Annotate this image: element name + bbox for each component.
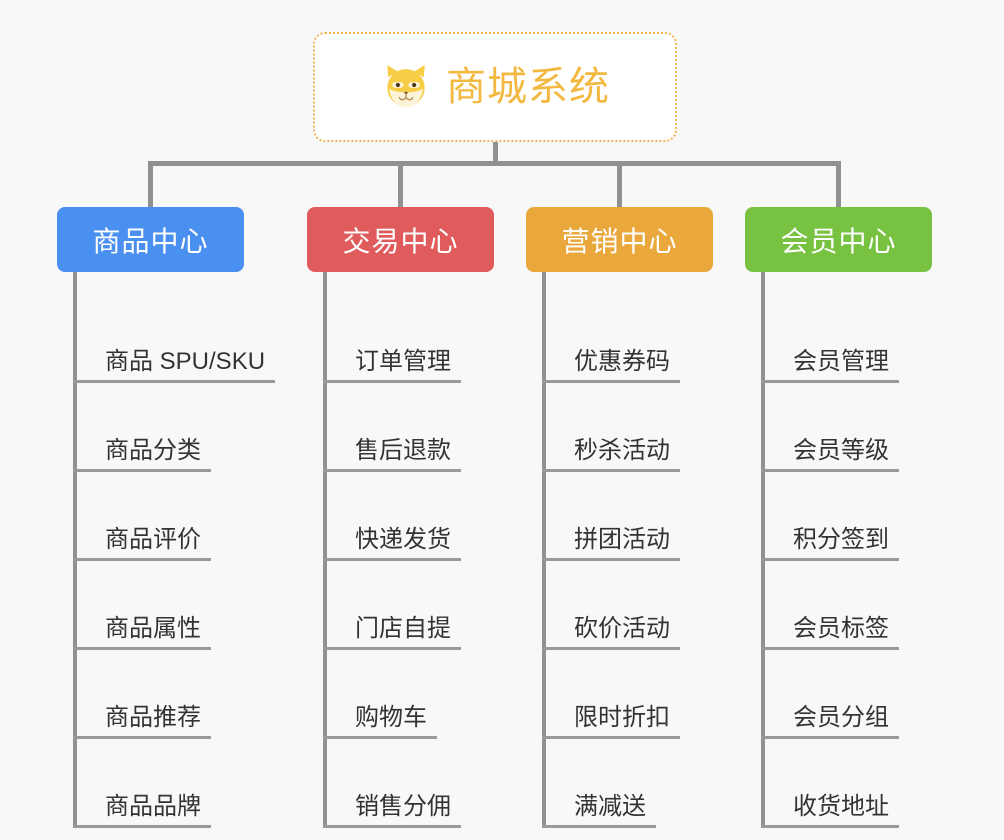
list-item-label: 商品属性 bbox=[105, 614, 201, 642]
list-item[interactable]: 订单管理 bbox=[307, 294, 537, 383]
list-item-label: 门店自提 bbox=[355, 614, 451, 642]
list-item-label: 订单管理 bbox=[355, 347, 451, 375]
list-item[interactable]: 限时折扣 bbox=[526, 650, 756, 739]
list-item[interactable]: 购物车 bbox=[307, 650, 537, 739]
list-item-label: 销售分佣 bbox=[355, 792, 451, 820]
list-item-label: 会员管理 bbox=[793, 347, 889, 375]
list-item-label: 商品品牌 bbox=[105, 792, 201, 820]
list-item[interactable]: 收货地址 bbox=[745, 739, 975, 828]
list-item-label: 会员分组 bbox=[793, 703, 889, 731]
branch-column-3: 营销中心 优惠券码 秒杀活动 拼团活动 砍价活动 限时折扣 bbox=[526, 207, 756, 828]
list-item[interactable]: 快递发货 bbox=[307, 472, 537, 561]
branch-spine-3 bbox=[542, 272, 546, 828]
connector-drop-1 bbox=[148, 161, 153, 207]
list-item[interactable]: 会员分组 bbox=[745, 650, 975, 739]
list-item[interactable]: 积分签到 bbox=[745, 472, 975, 561]
list-item-rule bbox=[323, 558, 461, 561]
list-item-rule bbox=[542, 825, 656, 828]
branch-items-3: 优惠券码 秒杀活动 拼团活动 砍价活动 限时折扣 满减送 bbox=[526, 272, 756, 828]
list-item[interactable]: 拼团活动 bbox=[526, 472, 756, 561]
list-item[interactable]: 砍价活动 bbox=[526, 561, 756, 650]
list-item-rule bbox=[542, 647, 680, 650]
list-item-label: 购物车 bbox=[355, 703, 427, 731]
list-item[interactable]: 商品推荐 bbox=[57, 650, 287, 739]
list-item-rule bbox=[761, 469, 899, 472]
list-item-label: 商品 SPU/SKU bbox=[105, 347, 266, 375]
list-item-rule bbox=[323, 736, 437, 739]
list-item-label: 商品分类 bbox=[105, 436, 201, 464]
list-item-rule bbox=[542, 380, 680, 383]
branch-header-2[interactable]: 交易中心 bbox=[307, 207, 494, 272]
list-item[interactable]: 会员标签 bbox=[745, 561, 975, 650]
list-item-rule bbox=[323, 469, 461, 472]
list-item[interactable]: 满减送 bbox=[526, 739, 756, 828]
list-item-rule bbox=[761, 558, 899, 561]
list-item-label: 秒杀活动 bbox=[574, 436, 670, 464]
list-item[interactable]: 商品评价 bbox=[57, 472, 287, 561]
list-item-rule bbox=[323, 380, 461, 383]
branch-column-1: 商品中心 商品 SPU/SKU 商品分类 商品评价 商品属性 商品推荐 bbox=[57, 207, 287, 828]
list-item-label: 满减送 bbox=[574, 792, 646, 820]
list-item-rule bbox=[761, 825, 899, 828]
list-item-rule bbox=[761, 736, 899, 739]
list-item[interactable]: 优惠券码 bbox=[526, 294, 756, 383]
list-item-label: 限时折扣 bbox=[574, 703, 670, 731]
list-item[interactable]: 门店自提 bbox=[307, 561, 537, 650]
list-item-label: 会员等级 bbox=[793, 436, 889, 464]
list-item[interactable]: 会员管理 bbox=[745, 294, 975, 383]
connector-stem bbox=[493, 142, 498, 165]
list-item-label: 售后退款 bbox=[355, 436, 451, 464]
list-item[interactable]: 商品分类 bbox=[57, 383, 287, 472]
shiba-dog-face-icon bbox=[387, 65, 425, 108]
list-item-rule bbox=[73, 558, 211, 561]
list-item-label: 拼团活动 bbox=[574, 525, 670, 553]
list-item-rule bbox=[73, 647, 211, 650]
list-item-rule bbox=[761, 380, 899, 383]
list-item-rule bbox=[761, 647, 899, 650]
list-item[interactable]: 商品品牌 bbox=[57, 739, 287, 828]
list-item-rule bbox=[323, 825, 461, 828]
list-item[interactable]: 秒杀活动 bbox=[526, 383, 756, 472]
list-item-rule bbox=[73, 469, 211, 472]
list-item-label: 商品推荐 bbox=[105, 703, 201, 731]
branch-items-2: 订单管理 售后退款 快递发货 门店自提 购物车 销售分佣 bbox=[307, 272, 537, 828]
list-item[interactable]: 销售分佣 bbox=[307, 739, 537, 828]
list-item[interactable]: 会员等级 bbox=[745, 383, 975, 472]
branch-spine-1 bbox=[73, 272, 77, 828]
root-title: 商城系统 bbox=[446, 65, 610, 109]
branch-header-1[interactable]: 商品中心 bbox=[57, 207, 244, 272]
list-item[interactable]: 售后退款 bbox=[307, 383, 537, 472]
branch-spine-4 bbox=[761, 272, 765, 828]
branch-column-4: 会员中心 会员管理 会员等级 积分签到 会员标签 会员分组 bbox=[745, 207, 975, 828]
list-item-label: 积分签到 bbox=[793, 525, 889, 553]
branch-spine-2 bbox=[323, 272, 327, 828]
connector-drop-4 bbox=[836, 161, 841, 207]
root-node-mall-system[interactable]: 商城系统 bbox=[313, 32, 677, 142]
list-item-rule bbox=[73, 736, 211, 739]
list-item-label: 优惠券码 bbox=[574, 347, 670, 375]
list-item-rule bbox=[73, 380, 276, 383]
branch-header-4[interactable]: 会员中心 bbox=[745, 207, 932, 272]
list-item-rule bbox=[542, 558, 680, 561]
list-item-rule bbox=[542, 469, 680, 472]
list-item[interactable]: 商品 SPU/SKU bbox=[57, 294, 287, 383]
branch-items-4: 会员管理 会员等级 积分签到 会员标签 会员分组 收货地址 bbox=[745, 272, 975, 828]
connector-drop-3 bbox=[617, 161, 622, 207]
list-item-rule bbox=[542, 736, 680, 739]
connector-bus bbox=[148, 161, 841, 166]
branch-header-3[interactable]: 营销中心 bbox=[526, 207, 713, 272]
list-item-label: 收货地址 bbox=[793, 792, 889, 820]
list-item-rule bbox=[73, 825, 211, 828]
list-item-rule bbox=[323, 647, 461, 650]
branch-items-1: 商品 SPU/SKU 商品分类 商品评价 商品属性 商品推荐 商品品牌 bbox=[57, 272, 287, 828]
list-item-label: 会员标签 bbox=[793, 614, 889, 642]
list-item-label: 商品评价 bbox=[105, 525, 201, 553]
list-item[interactable]: 商品属性 bbox=[57, 561, 287, 650]
list-item-label: 快递发货 bbox=[355, 525, 451, 553]
branch-column-2: 交易中心 订单管理 售后退款 快递发货 门店自提 购物车 bbox=[307, 207, 537, 828]
connector-drop-2 bbox=[398, 161, 403, 207]
list-item-label: 砍价活动 bbox=[574, 614, 670, 642]
